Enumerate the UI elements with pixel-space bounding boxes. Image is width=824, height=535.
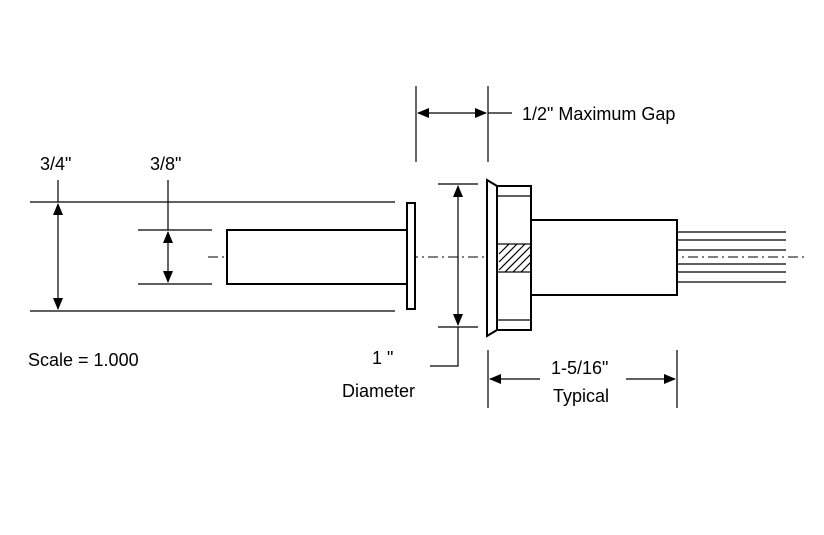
label-max-gap: 1/2" Maximum Gap xyxy=(522,104,675,124)
label-diameter-word: Diameter xyxy=(342,381,415,401)
label-scale: Scale = 1.000 xyxy=(28,350,139,370)
dimension-three-eighth: 3/8" xyxy=(138,154,212,285)
thread-hatching xyxy=(498,243,532,273)
label-length-word: Typical xyxy=(553,386,609,406)
label-length-value: 1-5/16" xyxy=(551,358,608,378)
dimension-three-quarter: 3/4" xyxy=(30,154,395,312)
lead-wires xyxy=(677,231,786,283)
dimension-max-gap: 1/2" Maximum Gap xyxy=(415,86,675,162)
label-three-eighth: 3/8" xyxy=(150,154,181,174)
label-diameter-value: 1 " xyxy=(372,348,393,368)
switch-part xyxy=(486,178,786,338)
label-three-quarter: 3/4" xyxy=(40,154,71,174)
dimension-length: 1-5/16" Typical xyxy=(487,350,678,408)
magnet-part xyxy=(226,202,416,310)
dimension-diameter: 1 " Diameter xyxy=(342,183,478,401)
